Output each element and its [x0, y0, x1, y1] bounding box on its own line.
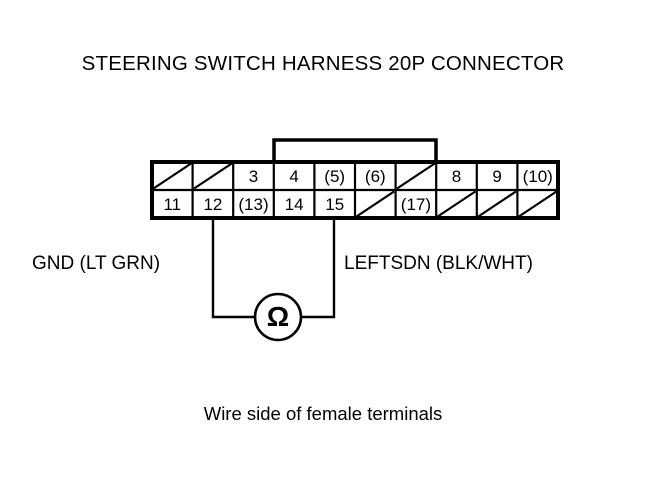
terminal-cell [476, 162, 518, 190]
unused-terminal-slash-icon [193, 162, 233, 190]
terminal-grid: 3 4 (5) (6) 8 9 (10) 11 12 (13) 14 15 (17) [150, 160, 560, 220]
terminal-cell [436, 162, 477, 190]
unused-terminal-slash-icon [518, 190, 558, 218]
ohmmeter-wiring [211, 218, 336, 319]
terminal-number: (6) [365, 167, 386, 186]
terminal-cell [233, 190, 274, 218]
terminal-number: (17) [401, 195, 431, 214]
diagram-caption: Wire side of female terminals [203, 403, 443, 424]
page-title: STEERING SWITCH HARNESS 20P CONNECTOR [81, 52, 565, 75]
terminal-number: (10) [523, 167, 553, 186]
terminal-number: 11 [163, 195, 181, 214]
ohm-icon: Ω [267, 301, 289, 332]
terminal-label-right: LEFTSDN (BLK/WHT) [344, 253, 533, 274]
terminal-cell [314, 162, 355, 190]
terminal-cell [517, 162, 558, 190]
terminal-cell [192, 190, 234, 218]
terminal-cell [152, 190, 193, 218]
terminal-cell [395, 190, 437, 218]
terminal-number: 8 [452, 167, 461, 186]
terminal-cell [355, 162, 396, 190]
terminal-cell [273, 162, 315, 190]
terminal-number: 15 [325, 195, 344, 214]
terminal-number: (13) [238, 195, 268, 214]
unused-terminal-slash-icon [477, 190, 517, 218]
unused-terminal-slash-icon [437, 190, 476, 218]
connector-latch-tab [272, 138, 438, 162]
terminal-number: (5) [324, 167, 345, 186]
terminal-cell [314, 190, 355, 218]
terminal-number: 4 [289, 167, 298, 186]
terminal-cell [273, 190, 315, 218]
terminal-cell [233, 162, 274, 190]
terminal-number: 12 [203, 195, 222, 214]
unused-terminal-slash-icon [396, 162, 436, 190]
ohmmeter-symbol: Ω [253, 292, 303, 342]
terminal-number: 14 [285, 195, 304, 214]
connector-outer-border [150, 160, 560, 220]
terminal-label-left: GND (LT GRN) [32, 253, 161, 274]
unused-terminal-slash-icon [355, 190, 395, 218]
terminal-number: 3 [249, 167, 258, 186]
unused-terminal-slash-icon [152, 162, 192, 190]
terminal-number: 9 [492, 167, 501, 186]
